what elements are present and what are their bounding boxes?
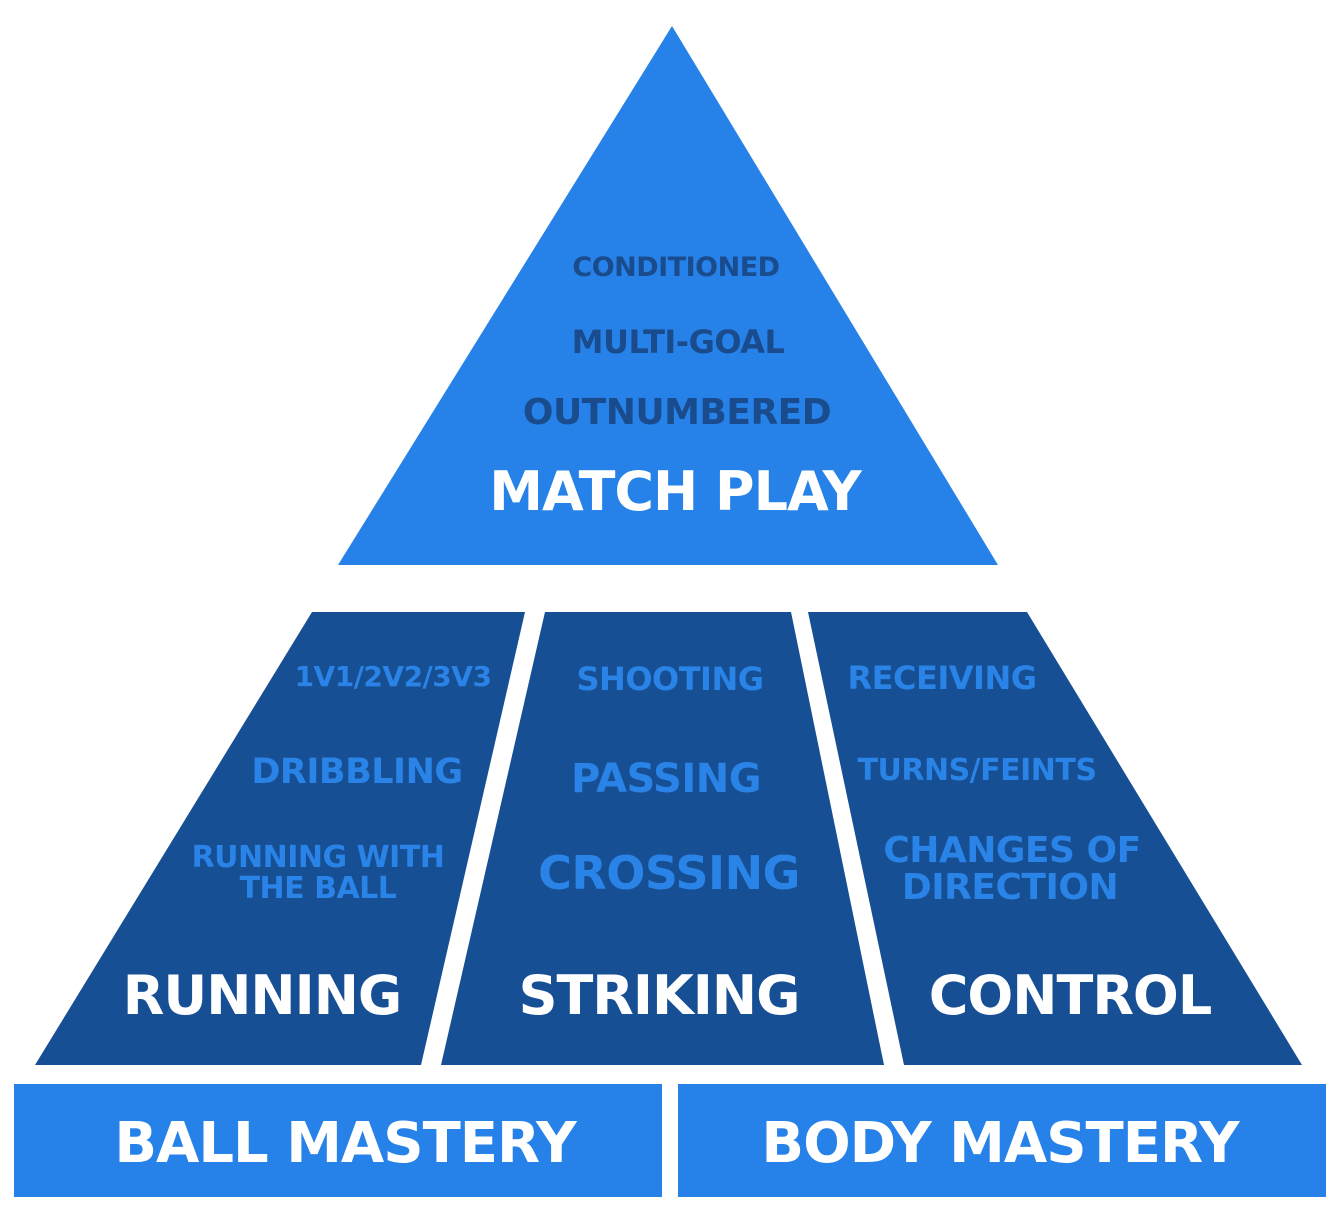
control-item-receiving: RECEIVING <box>848 659 1037 697</box>
running-item-dribbling: DRIBBLING <box>251 752 462 792</box>
striking-item-passing: PASSING <box>571 756 761 802</box>
base-body-mastery <box>678 1084 1326 1197</box>
base-body-mastery-label: BODY MASTERY <box>761 1111 1241 1176</box>
middle-tier-striking <box>441 612 884 1065</box>
striking-heading: STRIKING <box>519 964 800 1027</box>
middle-tier-control <box>808 612 1302 1065</box>
middle-tier-running <box>35 612 525 1065</box>
top-item-outnumbered: OUTNUMBERED <box>523 392 831 433</box>
control-item-changes-of: CHANGES OF <box>883 830 1140 871</box>
top-item-conditioned: CONDITIONED <box>572 252 779 283</box>
running-item-1v1: 1V1/2V2/3V3 <box>295 660 492 693</box>
running-heading: RUNNING <box>123 964 401 1027</box>
base-ball-mastery <box>14 1084 662 1197</box>
striking-item-crossing: CROSSING <box>538 846 800 900</box>
base-ball-mastery-label: BALL MASTERY <box>114 1111 578 1176</box>
control-item-direction: DIRECTION <box>902 867 1118 908</box>
top-heading-match-play: MATCH PLAY <box>489 460 862 523</box>
running-item-running-with: RUNNING WITH <box>192 840 445 875</box>
top-tier-match-play <box>338 26 998 565</box>
control-heading: CONTROL <box>929 964 1211 1027</box>
striking-item-shooting: SHOOTING <box>576 660 763 698</box>
top-item-multi-goal: MULTI-GOAL <box>572 323 785 361</box>
control-item-turns-feints: TURNS/FEINTS <box>858 753 1097 788</box>
running-item-the-ball: THE BALL <box>240 871 397 906</box>
